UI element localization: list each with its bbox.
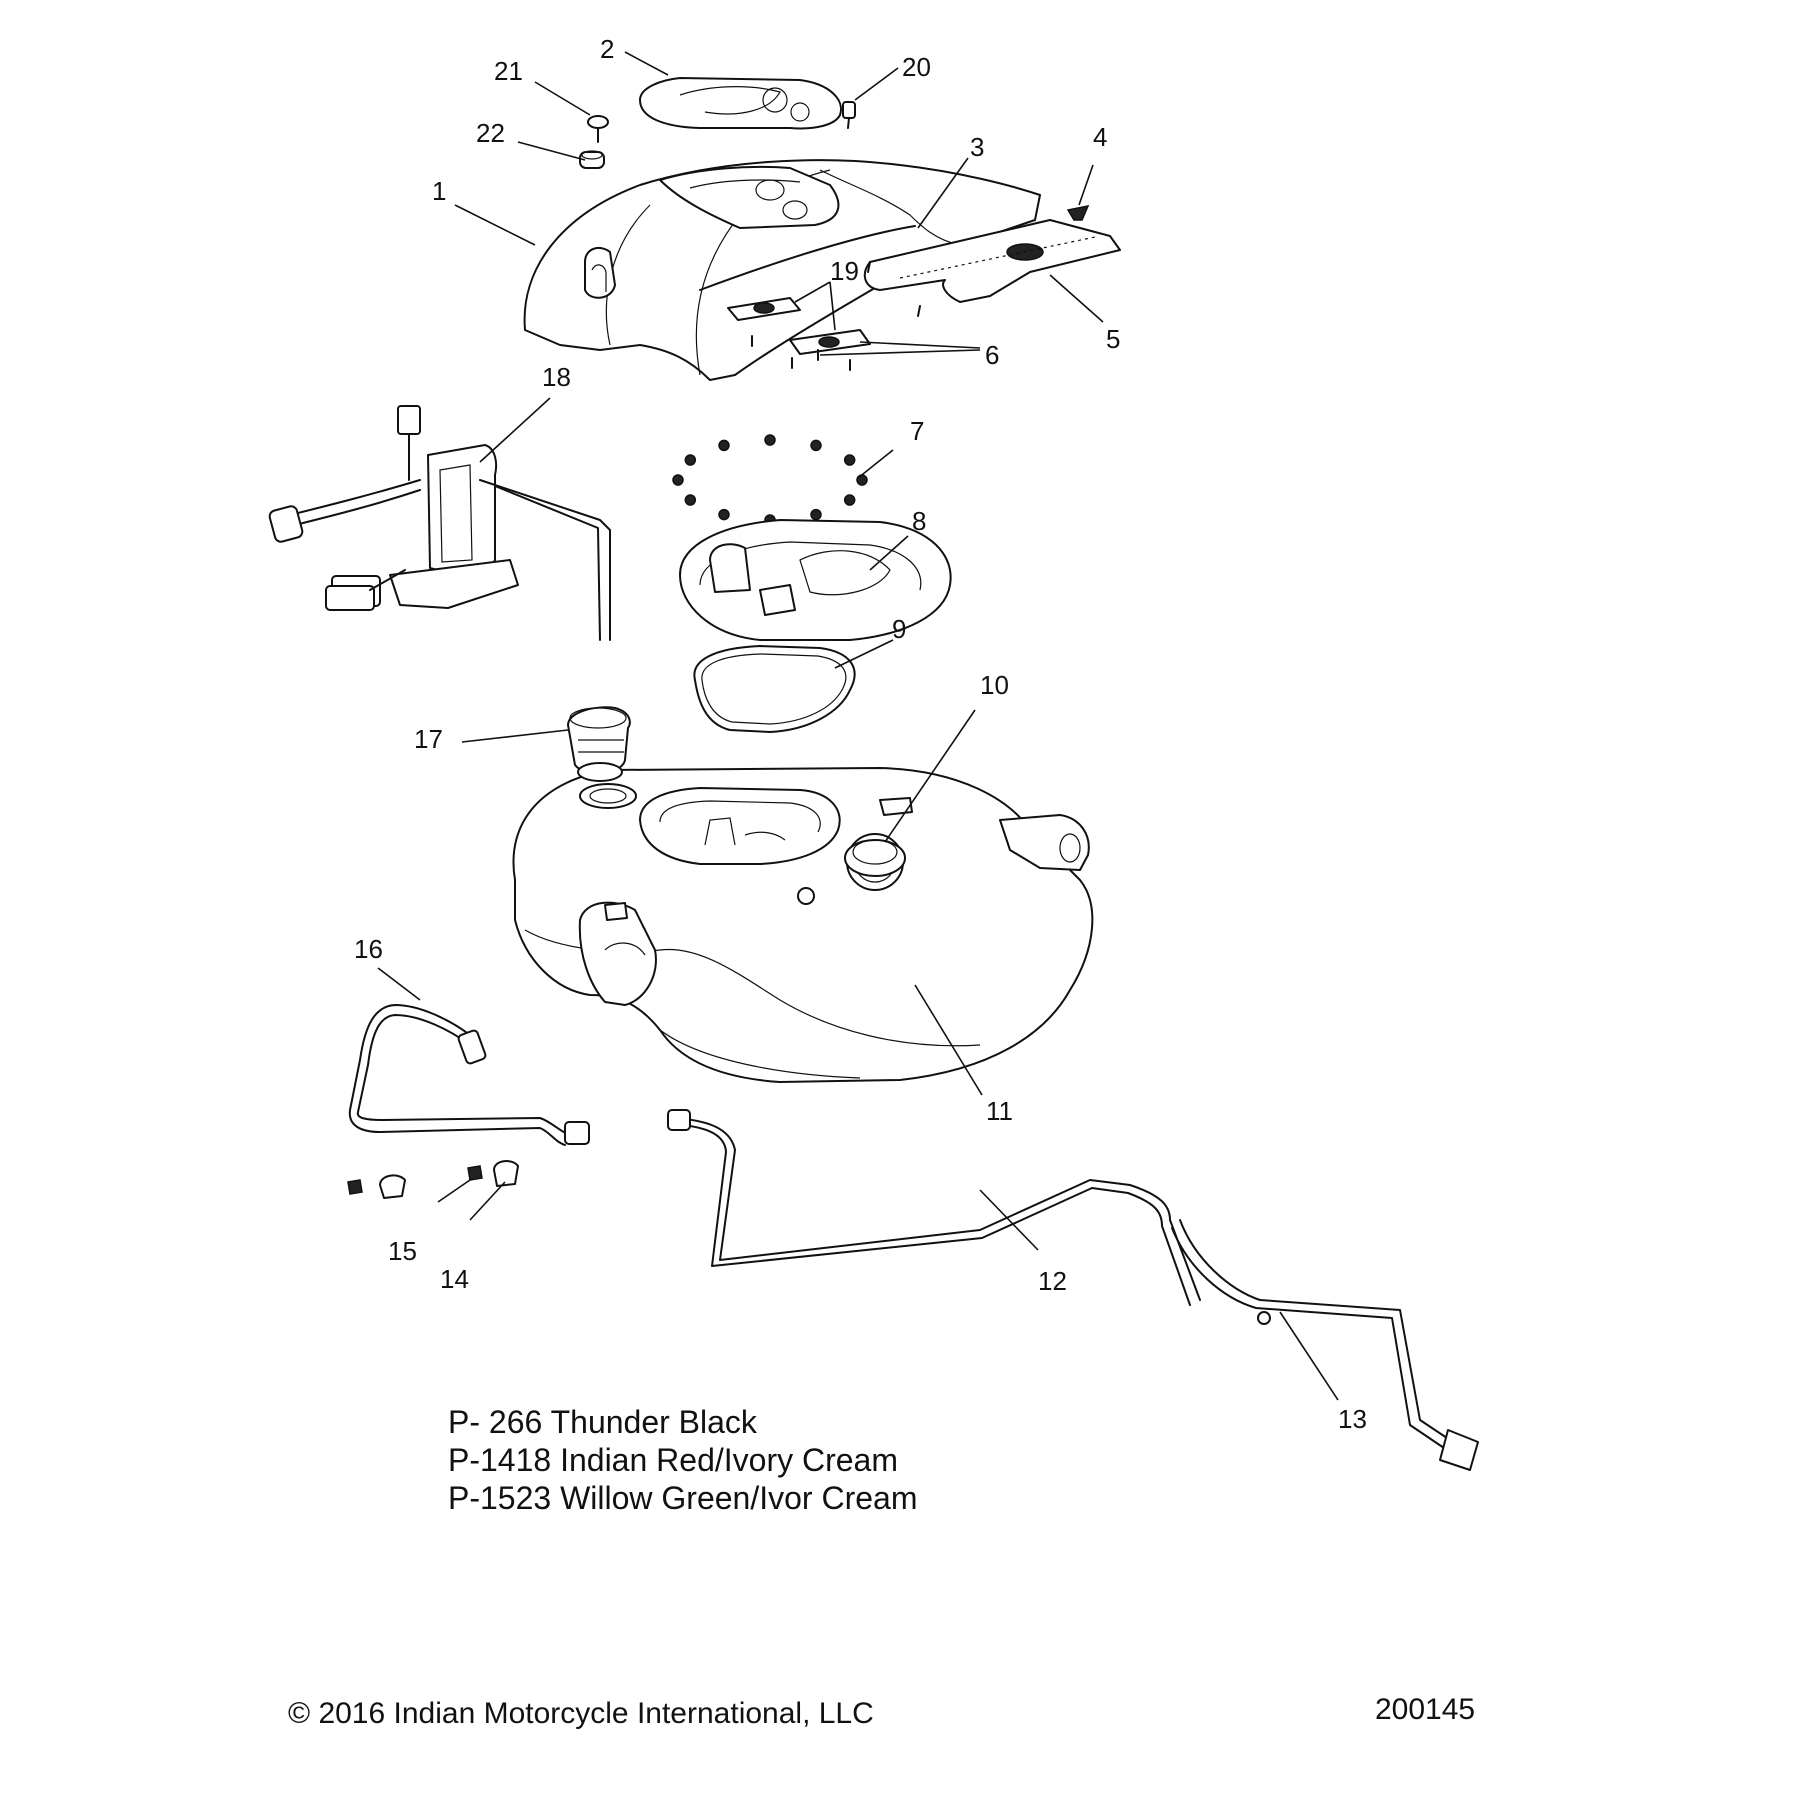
clamp-19b bbox=[789, 329, 871, 355]
screw-21 bbox=[587, 115, 609, 143]
callout-3: 3 bbox=[970, 132, 984, 162]
grommet-22 bbox=[579, 150, 605, 169]
tank-console-cover bbox=[523, 159, 1041, 381]
nut bbox=[810, 508, 822, 521]
nut bbox=[843, 494, 856, 506]
clip-15a bbox=[347, 1179, 363, 1195]
mounting-bracket bbox=[863, 219, 1121, 303]
vent-hose-16 bbox=[348, 1004, 590, 1146]
hose-13 bbox=[1171, 1219, 1479, 1471]
callout-8: 8 bbox=[912, 506, 926, 536]
callout-19: 19 bbox=[830, 256, 859, 286]
fuel-cap bbox=[567, 706, 631, 782]
callout-13: 13 bbox=[1338, 1404, 1367, 1434]
callout-5: 5 bbox=[1106, 324, 1120, 354]
nuts-7 bbox=[672, 434, 868, 526]
clip-15b bbox=[467, 1165, 483, 1181]
gasket bbox=[693, 645, 856, 733]
callout-labels: 1 2 3 4 5 6 7 8 9 10 11 12 13 14 15 16 1… bbox=[354, 34, 1367, 1434]
clamp-14a bbox=[379, 1174, 406, 1199]
fuel-pump-assembly bbox=[268, 405, 611, 641]
nut bbox=[810, 439, 822, 452]
diagram-number: 200145 bbox=[1375, 1693, 1476, 1726]
clamp-14b bbox=[493, 1160, 519, 1187]
nut bbox=[764, 434, 776, 446]
callout-6: 6 bbox=[985, 340, 999, 370]
seal-strip bbox=[699, 225, 916, 291]
hose-12 bbox=[667, 1109, 1201, 1306]
callout-4: 4 bbox=[1093, 122, 1107, 152]
fuel-tank bbox=[512, 767, 1094, 1083]
callout-12: 12 bbox=[1038, 1266, 1067, 1296]
clamp-19a bbox=[727, 297, 801, 321]
callout-17: 17 bbox=[414, 724, 443, 754]
nut bbox=[684, 494, 697, 506]
leader-lines bbox=[377, 51, 1339, 1401]
callout-15: 15 bbox=[388, 1236, 417, 1266]
callout-9: 9 bbox=[892, 614, 906, 644]
callout-11: 11 bbox=[986, 1096, 1013, 1126]
callout-22: 22 bbox=[476, 118, 505, 148]
copyright-text: © 2016 Indian Motorcycle International, … bbox=[288, 1697, 874, 1730]
callout-20: 20 bbox=[902, 52, 931, 82]
cap-plug bbox=[844, 839, 906, 877]
color-option-2: P-1418 Indian Red/Ivory Cream bbox=[448, 1442, 898, 1478]
color-option-1: P- 266 Thunder Black bbox=[448, 1404, 757, 1440]
callout-2: 2 bbox=[600, 34, 614, 64]
nut bbox=[718, 508, 730, 521]
callout-18: 18 bbox=[542, 362, 571, 392]
screw-20 bbox=[842, 101, 856, 129]
callout-16: 16 bbox=[354, 934, 383, 964]
callout-7: 7 bbox=[910, 416, 924, 446]
nut bbox=[718, 439, 730, 452]
color-option-3: P-1523 Willow Green/Ivor Cream bbox=[448, 1480, 918, 1516]
callout-10: 10 bbox=[980, 670, 1009, 700]
callout-14: 14 bbox=[440, 1264, 469, 1294]
screws-6 bbox=[751, 335, 851, 371]
callout-21: 21 bbox=[494, 56, 523, 86]
clip-4 bbox=[1066, 204, 1090, 221]
nut bbox=[856, 474, 868, 486]
nut bbox=[843, 454, 856, 466]
nut bbox=[684, 454, 697, 466]
fuel-pump-flange bbox=[679, 519, 952, 641]
callout-1: 1 bbox=[432, 176, 446, 206]
badge-plate bbox=[639, 77, 842, 130]
nut bbox=[672, 474, 684, 486]
